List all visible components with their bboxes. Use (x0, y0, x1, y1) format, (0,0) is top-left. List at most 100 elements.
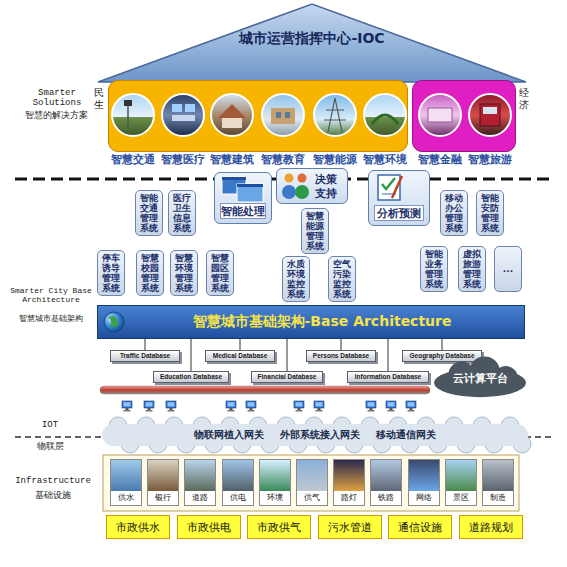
tile-caption: 供电 (223, 492, 253, 504)
tile-caption: 铁路 (371, 492, 401, 504)
system-box: 智慧校园管理系统 (136, 250, 164, 296)
tile-caption: 环境 (260, 492, 290, 504)
infrastructure-tile: 供气 (296, 459, 328, 506)
section-label: 智慧的解决方案 (14, 110, 98, 121)
facility-box: 市政供电 (177, 515, 241, 539)
section-label: Smarter City Base Architecture (8, 286, 94, 304)
band-title: 智慧城市基础架构-Base Architecture (193, 313, 452, 331)
system-box: 智慧环境管理系统 (170, 250, 198, 296)
analysis-icon (378, 175, 402, 200)
system-box: 空气污染监控系统 (328, 256, 356, 302)
system-name: 智慧环境管理系统 (173, 253, 195, 293)
facility-box: 通信设施 (388, 515, 452, 539)
facility-name: 市政供气 (257, 520, 301, 535)
tile-caption: 路灯 (334, 492, 364, 504)
globe-icon (104, 312, 124, 332)
database-box: Geography Database (402, 350, 482, 362)
connector-line (287, 339, 288, 371)
solution-group: 经济 (412, 80, 516, 152)
database-box: Information Database (347, 371, 429, 383)
infrastructure-tile: 道路 (184, 459, 216, 506)
system-box: 医疗卫生信息系统 (168, 190, 196, 236)
infrastructure-tile: 制造 (482, 459, 514, 506)
system-name: 移动办公管理系统 (443, 193, 465, 233)
system-name: 智慧能源管理系统 (304, 211, 326, 251)
system-name: 停车诱导管理系统 (100, 253, 122, 293)
system-box: 智能交通管理系统 (135, 190, 163, 236)
solution-label: 智慧建筑 (204, 153, 260, 167)
center-title: 城市运营指挥中心-IOC (98, 30, 526, 48)
connector-line (240, 339, 241, 350)
database-box: Medical Database (205, 350, 275, 362)
function-name: 分析预测 (374, 205, 424, 221)
gateway-cloud: 物联网植入网关外部系统接入网关移动通信网关 (100, 418, 530, 452)
solution-label: 智慧教育 (255, 153, 311, 167)
tile-caption: 道路 (185, 492, 215, 504)
database-box: Education Database (153, 371, 229, 383)
architecture-band: 智慧城市基础架构-Base Architecture (97, 305, 525, 339)
facility-name: 市政供电 (187, 520, 231, 535)
section-label: 智慧城市基础架构 (8, 314, 94, 324)
solution-label: 智慧环境 (357, 153, 413, 167)
infrastructure-tile: 路灯 (333, 459, 365, 506)
function-name: 智能处理 (220, 203, 266, 219)
solution-label: 智慧旅游 (462, 153, 518, 167)
gateway-name: 物联网植入网关 (194, 429, 264, 442)
tile-caption: 供气 (297, 492, 327, 504)
database-name: Education Database (160, 372, 222, 382)
system-name: 智能业务管理系统 (423, 249, 445, 289)
section-label: 基础设施 (8, 490, 98, 501)
facility-name: 污水管道 (328, 520, 372, 535)
group-label: 民生 (94, 87, 105, 111)
infrastructure-tile: 网络 (408, 459, 440, 506)
connector-line (145, 339, 146, 350)
infrastructure-frame (103, 455, 519, 511)
infrastructure-tile: 供水 (110, 459, 142, 506)
cloud-label: 云计算平台 (453, 371, 508, 386)
system-name: 医疗卫生信息系统 (171, 193, 193, 233)
facility-box: 道路规划 (459, 515, 523, 539)
facility-box: 污水管道 (318, 515, 382, 539)
system-box: 水质环境监控系统 (282, 256, 310, 302)
section-label: Infrastructure (8, 476, 98, 487)
connector-line (341, 339, 342, 350)
database-name: Medical Database (213, 351, 268, 361)
system-box: 停车诱导管理系统 (97, 250, 125, 296)
process-icon (222, 177, 263, 202)
system-box: 智能安防管理系统 (476, 190, 504, 236)
system-box: 智慧能源管理系统 (301, 208, 329, 254)
system-box: 智能业务管理系统 (420, 246, 448, 292)
database-name: Traffic Database (120, 351, 170, 361)
database-box: Traffic Database (110, 350, 180, 362)
tile-caption: 银行 (148, 492, 178, 504)
database-box: Persons Database (306, 350, 376, 362)
terminal-icons (122, 401, 416, 412)
system-name: 水质环境监控系统 (285, 259, 307, 299)
tile-caption: 制造 (483, 492, 513, 504)
facility-name: 道路规划 (469, 520, 513, 535)
facility-box: 市政供水 (106, 515, 170, 539)
infrastructure-tile: 环境 (259, 459, 291, 506)
section-label: 物联层 (20, 441, 80, 452)
system-name: 智慧校园管理系统 (139, 253, 161, 293)
connector-line (191, 339, 192, 371)
facility-box: 市政供气 (247, 515, 311, 539)
system-box: 智慧园区管理系统 (206, 250, 234, 296)
facility-name: 通信设施 (398, 520, 442, 535)
system-name: 智慧园区管理系统 (209, 253, 231, 293)
solution-group: 民生 (108, 80, 408, 152)
solution-label: 智慧能源 (307, 153, 363, 167)
database-name: Geography Database (409, 351, 474, 361)
system-box: ... (494, 246, 522, 292)
solution-label: 智慧金融 (412, 153, 468, 167)
cloud-shape: 云计算平台 (434, 358, 526, 398)
system-name: 智能交通管理系统 (138, 193, 160, 233)
tile-caption: 供水 (111, 492, 141, 504)
database-name: Information Database (355, 372, 421, 382)
roof-outline (98, 4, 526, 82)
infrastructure-tile: 供电 (222, 459, 254, 506)
facility-name: 市政供水 (116, 520, 160, 535)
function-name: 决策支持 (315, 173, 341, 201)
